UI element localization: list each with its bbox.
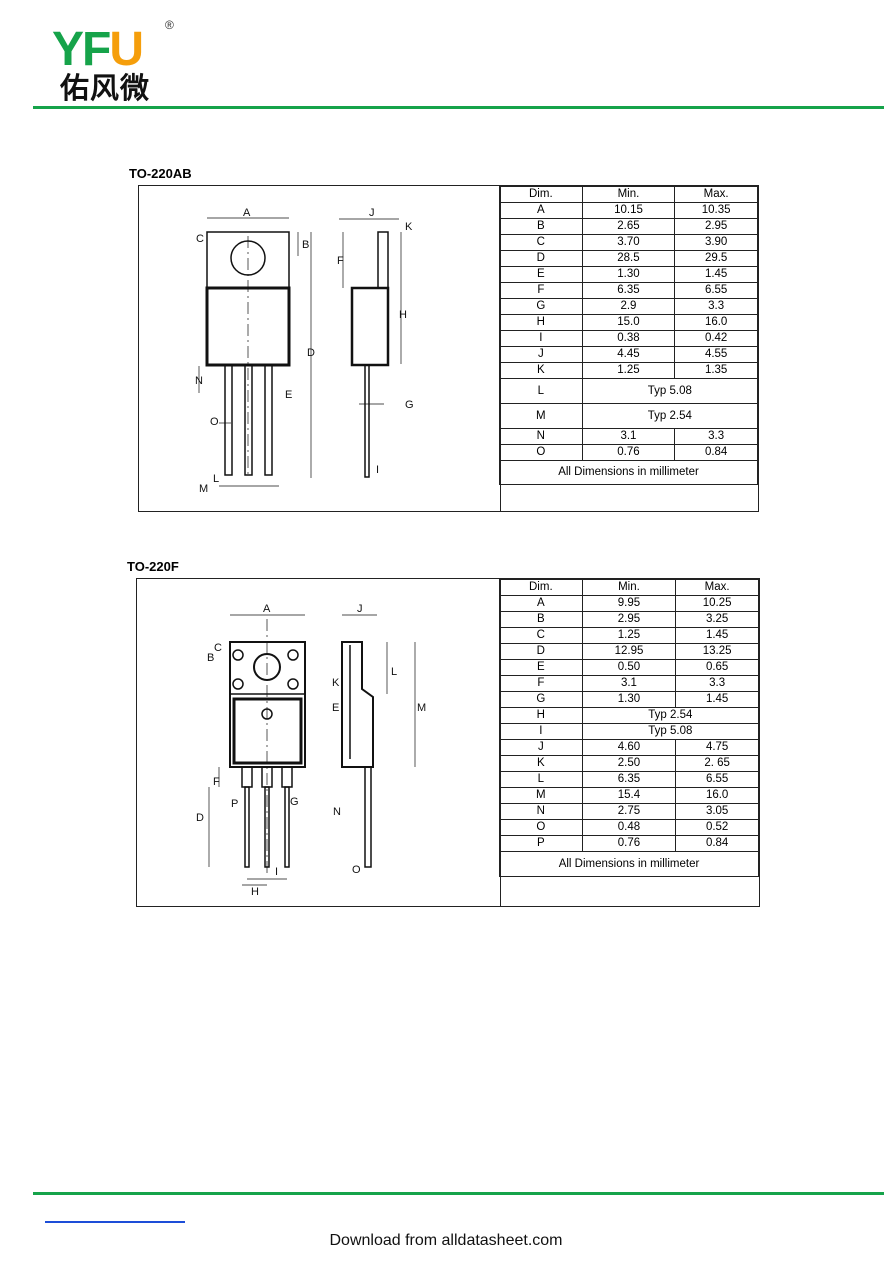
dim-label-f: F <box>213 776 220 788</box>
dim-label-m: M <box>417 702 426 714</box>
dim-label-o: O <box>210 416 219 428</box>
to220ab-drawing: A B C D E F G H I J K L M N O <box>139 186 501 511</box>
logo-chinese-name: 佑风微 <box>60 71 151 105</box>
dim-label-f: F <box>337 255 344 267</box>
footer-divider <box>33 1192 884 1195</box>
header-divider <box>33 106 884 109</box>
dim-label-k: K <box>332 677 340 689</box>
dim-label-e: E <box>285 389 292 401</box>
dim-label-j: J <box>357 603 363 615</box>
table-note-row: All Dimensions in millimeter <box>499 460 758 485</box>
download-source-text: Download from alldatasheet.com <box>329 1232 563 1249</box>
dim-label-o: O <box>352 864 361 876</box>
dim-label-b: B <box>302 239 309 251</box>
dim-label-i: I <box>376 464 379 476</box>
dim-label-c: C <box>214 642 222 654</box>
table-header-row: Dim. Min. Max. <box>499 186 758 203</box>
dim-label-n: N <box>195 375 203 387</box>
logo-letters: YFU <box>52 23 144 76</box>
dim-label-e: E <box>332 702 339 714</box>
to220ab-panel: A B C D E F G H I J K L M N O Dim. Min. … <box>138 185 759 512</box>
dim-label-d: D <box>196 812 204 824</box>
dim-label-m: M <box>199 483 208 495</box>
dim-label-j: J <box>369 207 375 219</box>
dim-label-c: C <box>196 233 204 245</box>
section-title-to220f: TO-220F <box>127 559 179 574</box>
dim-label-g: G <box>290 796 299 808</box>
dim-label-l: L <box>391 666 397 678</box>
dim-label-i: I <box>275 866 278 878</box>
table-note-row: All Dimensions in millimeter <box>499 851 759 877</box>
dim-label-b: B <box>207 652 214 664</box>
to220f-panel: A B C D E F G H I J K L M N O P Dim. Min… <box>136 578 760 907</box>
dim-label-h: H <box>251 886 259 898</box>
table-header-row: Dim. Min. Max. <box>499 579 759 596</box>
dim-label-d: D <box>307 347 315 359</box>
dim-label-a: A <box>243 207 251 219</box>
section-title-to220ab: TO-220AB <box>129 166 192 181</box>
dim-label-l: L <box>213 473 219 485</box>
registered-mark: ® <box>165 18 174 32</box>
dim-label-n: N <box>333 806 341 818</box>
dim-label-h: H <box>399 309 407 321</box>
brand-logo: YFU ® 佑风微 <box>52 18 182 106</box>
dim-label-g: G <box>405 399 414 411</box>
dim-label-a: A <box>263 603 271 615</box>
to220ab-outline-diagram: A B C D E F G H I J K L M N O <box>195 207 414 495</box>
dim-label-p: P <box>231 798 238 810</box>
footer-link-underline[interactable] <box>45 1221 185 1223</box>
to220f-drawing: A B C D E F G H I J K L M N O P <box>137 579 501 906</box>
dim-label-k: K <box>405 221 413 233</box>
to220f-outline-diagram: A B C D E F G H I J K L M N O P <box>196 603 426 898</box>
